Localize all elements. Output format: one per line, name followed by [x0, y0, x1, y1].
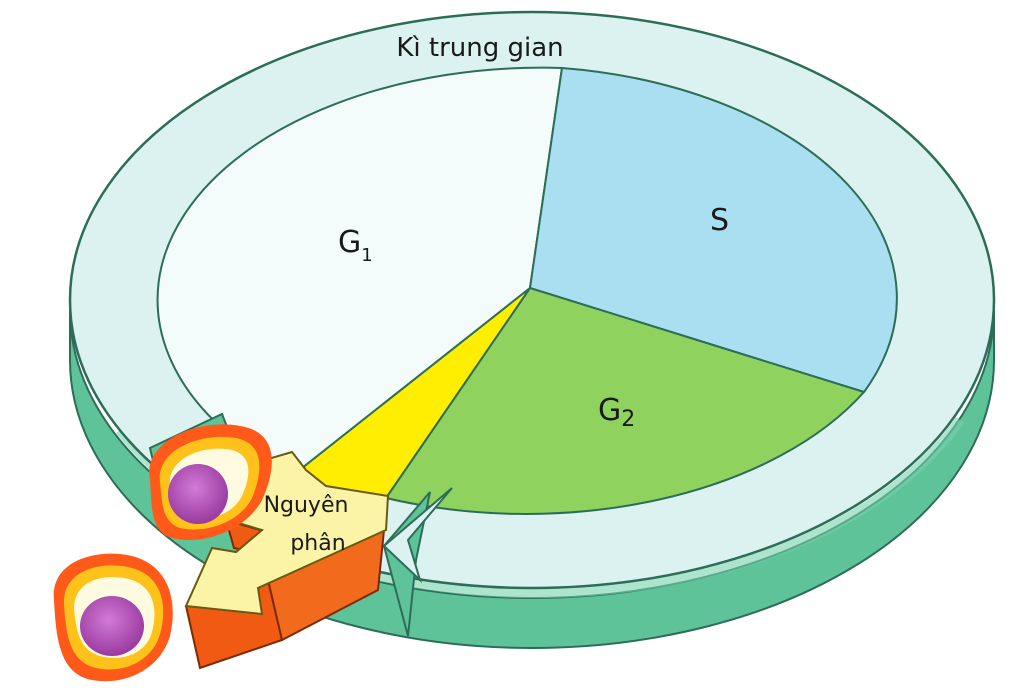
- daughter-cell-upper: [149, 424, 272, 541]
- label-g1: G1: [338, 225, 373, 266]
- ring-label: Kì trung gian: [396, 33, 563, 63]
- cell-upper-nucleus: [168, 464, 228, 524]
- sector-s: [528, 66, 898, 394]
- label-g1-letter: G: [338, 225, 361, 260]
- sector-g2: [384, 286, 866, 515]
- label-g1-subscript: 1: [361, 245, 372, 266]
- label-g2: G2: [598, 393, 635, 432]
- label-s: S: [710, 203, 729, 238]
- mitosis-label-line2: phân: [290, 531, 345, 556]
- ring-arrow-tip: [382, 487, 453, 584]
- sector-g1: [156, 66, 564, 478]
- label-g2-subscript: 2: [621, 407, 635, 432]
- mitosis-label-line1: Nguyên: [264, 493, 349, 518]
- label-g2-letter: G: [598, 393, 621, 428]
- daughter-cell-lower: [53, 553, 173, 682]
- cell-lower-nucleus: [80, 596, 144, 656]
